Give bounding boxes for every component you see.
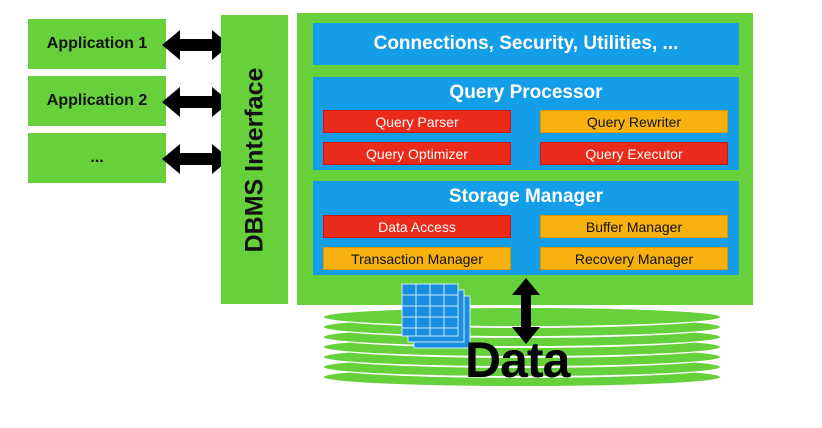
table-stack-icon <box>401 283 471 349</box>
query-processor-title: Query Processor <box>449 82 603 103</box>
recovery-manager-box: Recovery Manager <box>540 247 728 270</box>
dbms-interface-label: DBMS Interface <box>240 67 268 252</box>
query-rewriter-label: Query Rewriter <box>586 113 682 130</box>
double-arrow-icon <box>162 30 230 60</box>
application-2-label: Application 2 <box>46 92 148 109</box>
data-label: Data <box>465 332 570 388</box>
query-parser-label: Query Parser <box>375 113 459 130</box>
double-arrow-icon <box>162 144 230 174</box>
query-executor-box: Query Executor <box>540 142 728 165</box>
application-more-box: ... <box>28 133 166 183</box>
application-2-box: Application 2 <box>28 76 166 126</box>
transaction-manager-label: Transaction Manager <box>351 250 483 267</box>
query-optimizer-box: Query Optimizer <box>323 142 511 165</box>
buffer-manager-label: Buffer Manager <box>585 218 683 235</box>
query-executor-label: Query Executor <box>585 145 683 162</box>
data-access-box: Data Access <box>323 215 511 238</box>
recovery-manager-label: Recovery Manager <box>574 250 694 267</box>
application-1-box: Application 1 <box>28 19 166 69</box>
application-more-label: ... <box>90 149 104 166</box>
transaction-manager-box: Transaction Manager <box>323 247 511 270</box>
query-parser-box: Query Parser <box>323 110 511 133</box>
storage-manager-title: Storage Manager <box>448 186 604 207</box>
query-rewriter-box: Query Rewriter <box>540 110 728 133</box>
data-access-label: Data Access <box>378 218 456 235</box>
dbms-interface-box: DBMS Interface <box>221 15 288 304</box>
query-optimizer-label: Query Optimizer <box>366 145 468 162</box>
application-1-label: Application 1 <box>46 35 148 52</box>
services-label: Connections, Security, Utilities, ... <box>373 33 679 54</box>
services-band: Connections, Security, Utilities, ... <box>313 23 739 65</box>
vertical-double-arrow-icon <box>512 278 540 344</box>
double-arrow-icon <box>162 87 230 117</box>
buffer-manager-box: Buffer Manager <box>540 215 728 238</box>
